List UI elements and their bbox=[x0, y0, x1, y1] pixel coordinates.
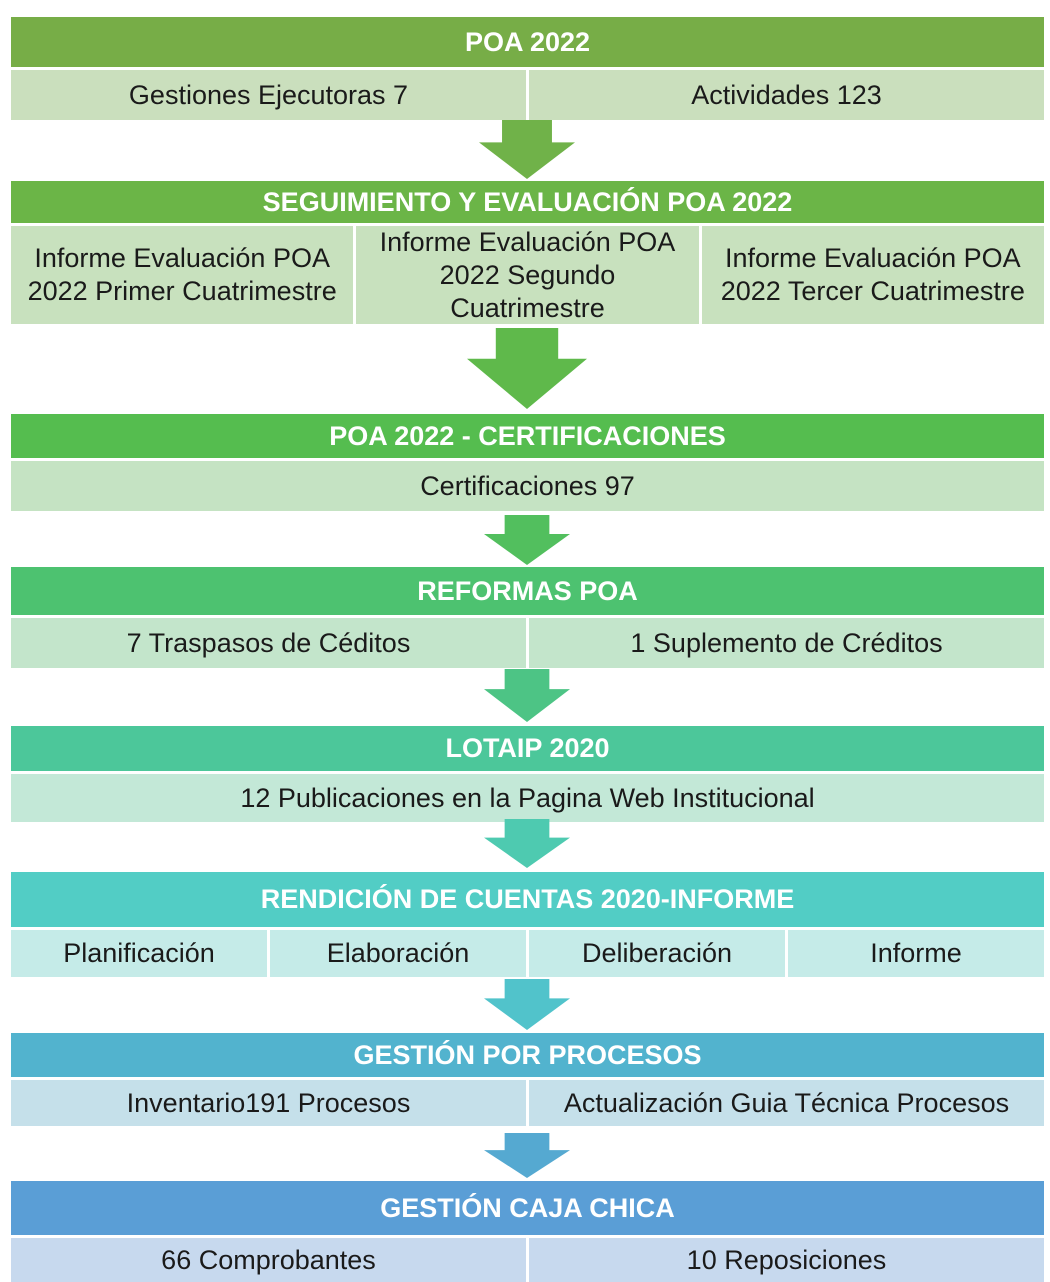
section-items: Informe Evaluación POA 2022 Primer Cuatr… bbox=[11, 226, 1044, 324]
section-item: Deliberación bbox=[529, 930, 785, 977]
section-item: 1 Suplemento de Créditos bbox=[529, 618, 1044, 668]
down-arrow-shape bbox=[484, 979, 570, 1030]
section-item: 7 Traspasos de Céditos bbox=[11, 618, 526, 668]
section-item: Actividades 123 bbox=[529, 70, 1044, 120]
section-items: Certificaciones 97 bbox=[11, 461, 1044, 511]
down-arrow-icon bbox=[479, 120, 575, 179]
section-item: Actualización Guia Técnica Procesos bbox=[529, 1080, 1044, 1126]
down-arrow-shape bbox=[467, 328, 587, 409]
section-item: Informe Evaluación POA 2022 Tercer Cuatr… bbox=[701, 226, 1044, 324]
section-item: Informe Evaluación POA 2022 Primer Cuatr… bbox=[11, 226, 354, 324]
section-item: 66 Comprobantes bbox=[11, 1238, 526, 1282]
section-item: Informe Evaluación POA 2022 Segundo Cuat… bbox=[356, 226, 699, 324]
section-title: RENDICIÓN DE CUENTAS 2020-INFORME bbox=[11, 872, 1044, 927]
section-title: GESTIÓN POR PROCESOS bbox=[11, 1033, 1044, 1077]
down-arrow-icon bbox=[484, 1133, 570, 1178]
section-title: LOTAIP 2020 bbox=[11, 726, 1044, 771]
down-arrow-icon bbox=[484, 669, 570, 722]
down-arrow-shape bbox=[484, 1133, 570, 1178]
down-arrow-shape bbox=[484, 819, 570, 868]
down-arrow-icon bbox=[467, 328, 587, 409]
down-arrow-icon bbox=[484, 979, 570, 1030]
section-title: POA 2022 bbox=[11, 17, 1044, 67]
section-title: POA 2022 - CERTIFICACIONES bbox=[11, 414, 1044, 458]
section-title: GESTIÓN CAJA CHICA bbox=[11, 1181, 1044, 1235]
section-items: 12 Publicaciones en la Pagina Web Instit… bbox=[11, 774, 1044, 822]
section-title: REFORMAS POA bbox=[11, 567, 1044, 615]
section-title: SEGUIMIENTO Y EVALUACIÓN POA 2022 bbox=[11, 181, 1044, 223]
section-item: Certificaciones 97 bbox=[11, 461, 1044, 511]
section-item: 12 Publicaciones en la Pagina Web Instit… bbox=[11, 774, 1044, 822]
section-item: Gestiones Ejecutoras 7 bbox=[11, 70, 526, 120]
section-item: 10 Reposiciones bbox=[529, 1238, 1044, 1282]
section-item: Inventario191 Procesos bbox=[11, 1080, 526, 1126]
down-arrow-shape bbox=[484, 515, 570, 565]
section-item: Planificación bbox=[11, 930, 267, 977]
down-arrow-shape bbox=[484, 669, 570, 722]
down-arrow-icon bbox=[484, 515, 570, 565]
down-arrow-shape bbox=[479, 120, 575, 179]
section-item: Elaboración bbox=[270, 930, 526, 977]
section-item: Informe bbox=[788, 930, 1044, 977]
down-arrow-icon bbox=[484, 819, 570, 868]
